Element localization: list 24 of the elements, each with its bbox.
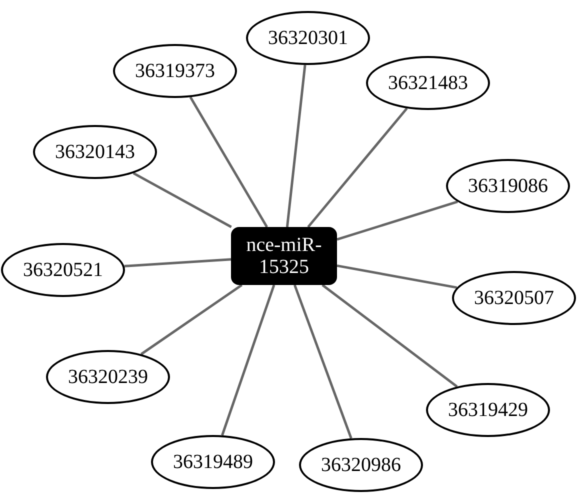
connector-line: [307, 108, 408, 228]
node-label: 36319429: [448, 398, 528, 422]
connector-line: [286, 64, 306, 228]
connector-line: [189, 96, 268, 228]
node-label: 36320521: [23, 258, 103, 282]
connector-line: [132, 172, 232, 228]
node-label: 36321483: [388, 72, 468, 94]
node-label: 36320301: [268, 26, 348, 50]
connector-line: [336, 200, 458, 241]
hub-box: [231, 227, 337, 285]
node-label: nce-miR- 15325: [245, 234, 323, 278]
node-label: 36320239: [68, 366, 148, 388]
connector-line: [124, 258, 232, 268]
connector-line: [336, 264, 458, 289]
node-label: 36319086: [468, 174, 548, 198]
node-label: 36320986: [321, 454, 401, 476]
node-label: 36320143: [55, 140, 135, 164]
connector-line: [322, 284, 458, 388]
node-label: 36320507: [474, 286, 554, 310]
connector-line: [294, 284, 352, 439]
connector-line: [221, 284, 276, 436]
node-label: 36319489: [173, 450, 253, 474]
node-label: 36319373: [135, 60, 215, 82]
connector-line: [140, 284, 243, 356]
